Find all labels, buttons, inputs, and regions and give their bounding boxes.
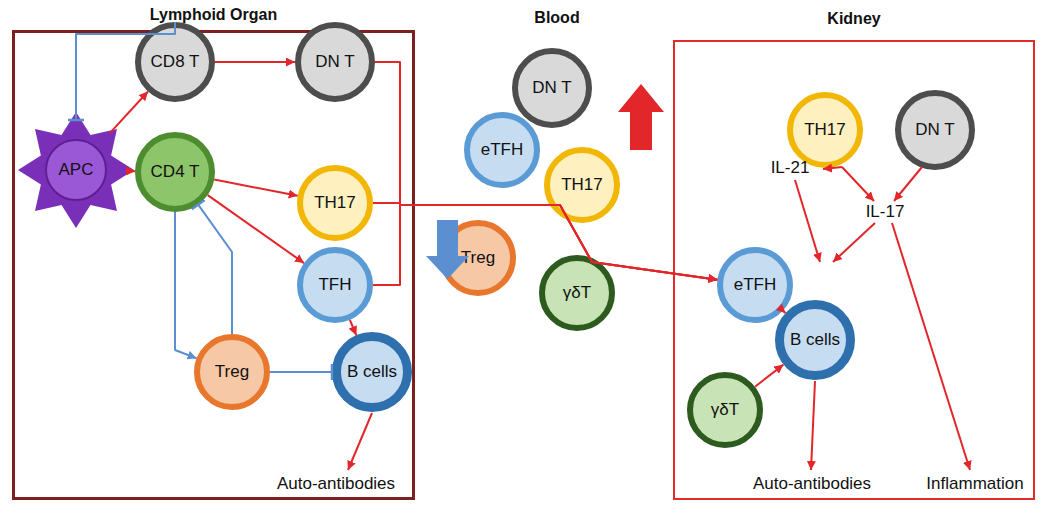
- cytokine-arrow: [795, 180, 820, 262]
- apc-core: [46, 140, 106, 200]
- cell-circle: Treg: [194, 334, 270, 410]
- cell-circle: γδT: [539, 255, 615, 331]
- activation-connector: [214, 180, 297, 196]
- cell-circle: Treg: [440, 220, 516, 296]
- cell-circle: TH17: [787, 92, 863, 168]
- activation-connector: [126, 170, 135, 172]
- cell-label: TH17: [804, 120, 846, 140]
- cell-label: DN T: [315, 52, 354, 72]
- output-label: Auto-antibodies: [753, 474, 871, 494]
- activation-connector: [373, 205, 717, 285]
- inhibition-connector: [76, 22, 175, 120]
- cell-label: TH17: [314, 193, 356, 213]
- cell-label: Treg: [461, 248, 495, 268]
- cell-label: CD8 T: [151, 52, 200, 72]
- organ-box: Lymphoid OrganAPCCD8 TDN TCD4 TTH17TFHTr…: [12, 30, 415, 500]
- cytokine-arrow: [823, 167, 842, 169]
- cell-label: DN T: [915, 120, 954, 140]
- output-arrow: [811, 381, 815, 470]
- activation-connector: [373, 203, 717, 280]
- cytokine-label: IL-17: [866, 202, 905, 222]
- activation-connector: [350, 320, 356, 335]
- cell-circle: B cells: [332, 332, 412, 412]
- cell-label: eTFH: [734, 275, 777, 295]
- section-heading: Kidney: [675, 10, 1033, 28]
- cell-label: γδT: [563, 283, 591, 303]
- cell-circle: DN T: [895, 90, 975, 170]
- cell-label: CD4 T: [151, 162, 200, 182]
- activation-connector: [375, 62, 717, 280]
- organ-box: KidneyTH17DN TeTFHB cellsγδT: [673, 40, 1035, 500]
- section-heading: Blood: [534, 9, 579, 27]
- cell-label: eTFH: [481, 140, 524, 160]
- apc-star: [18, 112, 134, 228]
- cell-label: TFH: [318, 275, 351, 295]
- cell-label: γδT: [711, 400, 739, 420]
- activation-connector: [215, 61, 295, 63]
- cell-circle: B cells: [775, 300, 855, 380]
- inhibition-connector: [270, 371, 332, 373]
- output-label: Auto-antibodies: [277, 474, 395, 494]
- cell-circle: TFH: [297, 247, 373, 323]
- activation-connector: [208, 195, 304, 263]
- section-heading: Lymphoid Organ: [15, 6, 412, 24]
- cell-circle: TH17: [297, 165, 373, 241]
- activation-connector: [783, 311, 786, 313]
- output-arrow: [348, 413, 372, 470]
- cytokine-arrow: [894, 167, 922, 201]
- cell-circle: DN T: [512, 48, 592, 128]
- cell-circle: γδT: [687, 372, 763, 448]
- cytokine-label: IL-21: [771, 158, 810, 178]
- decrease-arrow: [426, 220, 469, 279]
- inflammation-arrow: [892, 223, 970, 470]
- apc-cell: APC: [18, 112, 134, 228]
- cell-label: DN T: [532, 78, 571, 98]
- cell-label: APC: [59, 160, 94, 180]
- cell-circle: eTFH: [717, 247, 793, 323]
- cell-circle: TH17: [544, 147, 620, 223]
- cell-label: B cells: [347, 362, 397, 382]
- cell-circle: CD4 T: [135, 132, 215, 212]
- activation-connector: [110, 92, 148, 134]
- cell-circle: CD8 T: [135, 22, 215, 102]
- cell-label: TH17: [561, 175, 603, 195]
- cell-label: Treg: [215, 362, 249, 382]
- cell-circle: eTFH: [464, 112, 540, 188]
- activation-connector: [175, 212, 197, 358]
- increase-arrow: [618, 84, 664, 150]
- cytokine-arrow: [842, 167, 874, 201]
- cytokine-arrow: [833, 223, 875, 262]
- inhibition-connector: [198, 205, 232, 334]
- output-label: Inflammation: [926, 474, 1023, 494]
- activation-connector: [755, 365, 783, 387]
- cell-circle: DN T: [295, 22, 375, 102]
- cell-label: B cells: [790, 330, 840, 350]
